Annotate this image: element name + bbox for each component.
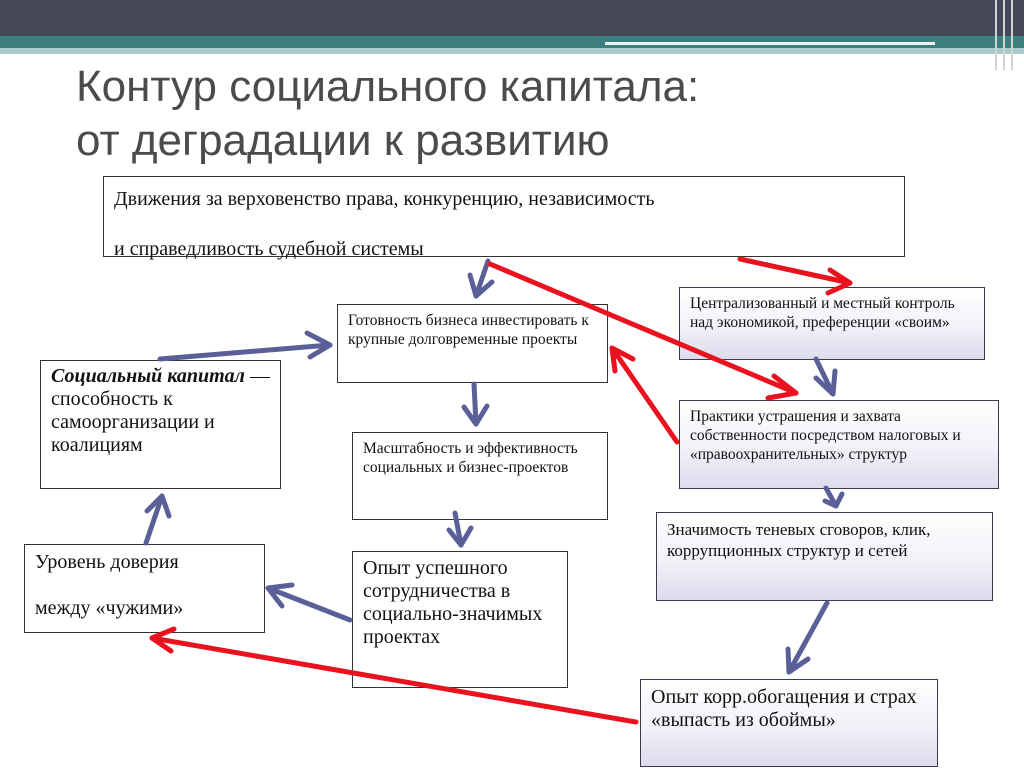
box-project-scale: Масштабность и эффективность социальных … bbox=[352, 432, 608, 520]
arrow-social-capital-to-readiness bbox=[157, 330, 333, 362]
box-trust-level: Уровень доверия между «чужими» bbox=[24, 544, 265, 633]
box-corruption-experience: Опыт корр.обогащения и страх «выпасть из… bbox=[640, 679, 938, 767]
header-bar bbox=[0, 0, 1024, 36]
box-shadow-networks: Значимость теневых сговоров, клик, корру… bbox=[656, 512, 993, 601]
arrow-readiness-to-scale bbox=[461, 381, 490, 427]
box-business-readiness: Готовность бизнеса инвестировать к крупн… bbox=[337, 304, 608, 383]
slide-title: Контур социального капитала: от деградац… bbox=[76, 62, 700, 165]
box-rule-of-law-line2: и справедливость судебной системы bbox=[114, 238, 424, 260]
box-cooperation-experience: Опыт успешного сотрудничества в социальн… bbox=[352, 551, 568, 688]
header-accent-line bbox=[605, 42, 935, 45]
arrow-shadow-to-corruption bbox=[785, 600, 830, 675]
arrow-top-to-practices bbox=[487, 261, 799, 401]
social-capital-definition: — способность к самоорганизации и коалиц… bbox=[51, 365, 270, 456]
box-centralized-control: Централизованный и местный контроль над … bbox=[679, 287, 985, 360]
blue-arrows bbox=[143, 258, 845, 675]
header-teal-band bbox=[0, 36, 1024, 48]
trust-line1: Уровень доверия bbox=[35, 551, 179, 573]
arrow-corruption-to-trust bbox=[149, 626, 639, 725]
arrow-experience-to-trust bbox=[265, 582, 353, 623]
arrow-practices-to-readiness bbox=[609, 345, 680, 445]
header-teal-light-band bbox=[0, 48, 1024, 54]
arrow-scale-to-experience bbox=[446, 510, 474, 548]
arrow-trust-to-social-capital bbox=[143, 493, 172, 546]
red-arrows bbox=[149, 256, 853, 725]
corner-decoration bbox=[995, 0, 1013, 70]
box-intimidation-practices: Практики устрашения и захвата собственно… bbox=[679, 400, 999, 489]
trust-line2: между «чужими» bbox=[35, 597, 184, 619]
arrow-practices-to-shadow bbox=[822, 485, 845, 509]
box-rule-of-law-line1: Движения за верховенство права, конкурен… bbox=[114, 188, 655, 210]
arrow-centralized-to-practices bbox=[813, 356, 838, 397]
box-rule-of-law: Движения за верховенство права, конкурен… bbox=[103, 176, 905, 260]
box-social-capital: Социальный капитал — способность к самоо… bbox=[40, 360, 281, 489]
social-capital-term: Социальный капитал bbox=[51, 365, 245, 387]
arrow-top-to-centralized bbox=[737, 256, 853, 296]
arrow-top-down bbox=[467, 258, 495, 299]
